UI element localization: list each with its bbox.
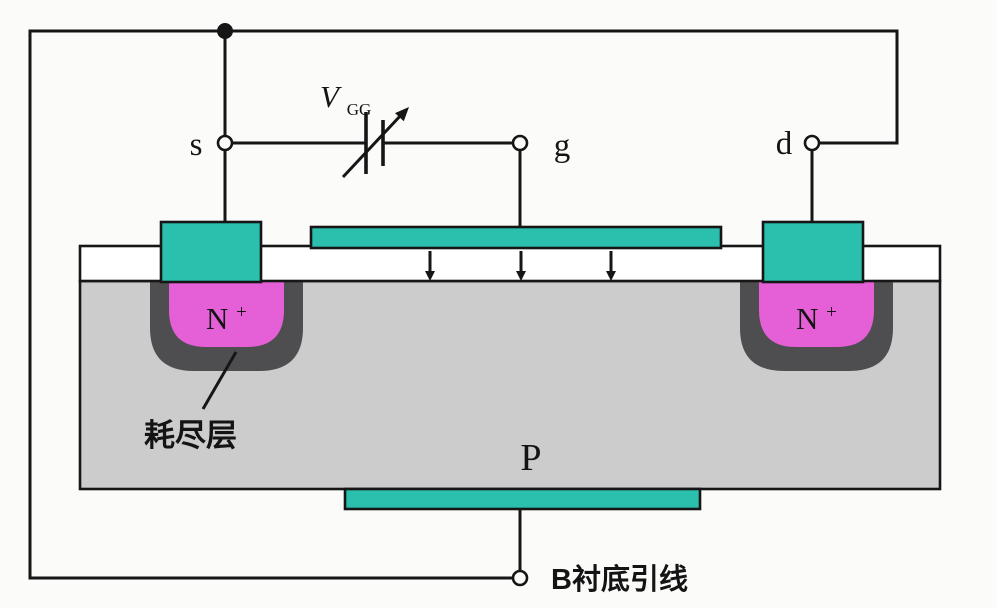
depletion-pointer-line [201, 351, 238, 410]
field-arrow-right [606, 251, 616, 281]
gate-terminal-node [511, 134, 529, 152]
n-plus-right-superscript: + [826, 302, 837, 323]
substrate-label: P [520, 437, 541, 479]
n-plus-region-left [169, 282, 284, 347]
field-arrow-middle [516, 251, 526, 281]
substrate-contact [343, 487, 702, 511]
n-plus-left-letter: N [206, 301, 228, 336]
gate-electrode [309, 225, 723, 250]
field-arrow-left [425, 251, 435, 281]
depletion-layer-label: 耗尽层 [144, 418, 237, 453]
n-plus-label-left: N + [206, 301, 247, 336]
source-contact [159, 220, 263, 284]
drain-label: d [776, 126, 793, 162]
field-arrow-left-head [425, 271, 435, 281]
source-terminal-node [216, 134, 234, 152]
source-label: s [190, 127, 203, 163]
n-plus-region-right [759, 282, 874, 347]
gate-label: g [554, 128, 571, 164]
drain-contact [761, 220, 865, 284]
vgg-label-symbol: V [320, 79, 342, 114]
n-plus-left-superscript: + [236, 302, 247, 323]
vgg-label-subscript: GG [347, 100, 372, 119]
junction-dot [217, 23, 233, 39]
outer-loop-wire [28, 29, 513, 580]
substrate-lead-label: B衬底引线 [551, 563, 688, 596]
field-arrow-right-head [606, 271, 616, 281]
n-plus-label-right: N + [796, 301, 837, 336]
vgg-variable-arrow-head [395, 107, 409, 122]
vgg-voltage-source [341, 107, 409, 179]
substrate-terminal-node [511, 569, 529, 587]
n-plus-right-letter: N [796, 301, 818, 336]
vgg-variable-arrow-shaft [341, 112, 404, 179]
drain-terminal-node [803, 134, 821, 152]
field-arrow-middle-head [516, 271, 526, 281]
top-rail-wire [225, 29, 899, 145]
vgg-label: V GG [320, 79, 371, 119]
